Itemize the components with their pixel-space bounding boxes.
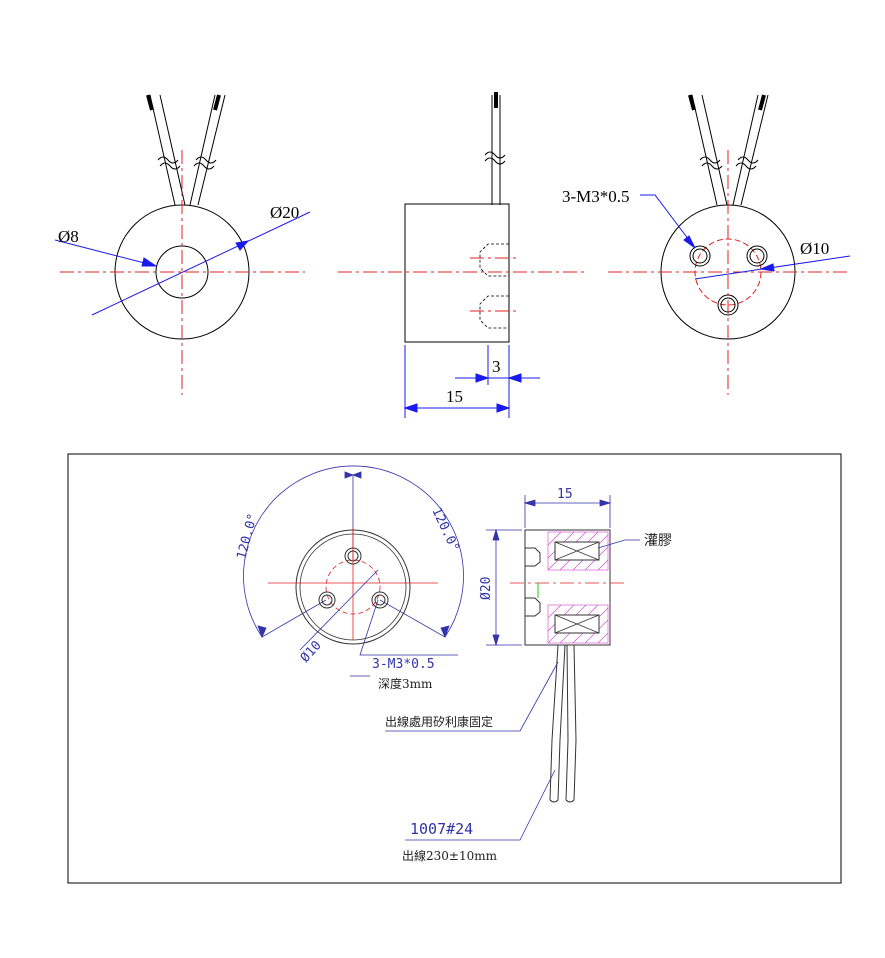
- detail-wires: 出線處用矽利康固定 1007#24 出線230±10mm: [385, 644, 577, 863]
- detail-holes: [318, 547, 389, 609]
- side-view: 3 15: [338, 92, 585, 418]
- side-hole-depth-label: 3: [492, 357, 501, 376]
- detail-end-view: 120.0° 120.0° Ø10 3-M3*0.5 深度3mm: [234, 465, 464, 691]
- detail-angle-right-label: 120.0°: [428, 505, 461, 554]
- detail-potting-label: 灌膠: [644, 533, 672, 549]
- back-holes: [689, 245, 768, 316]
- front-dia-outer-label: Ø20: [270, 203, 299, 222]
- side-wire: [484, 92, 506, 205]
- detail-section-dims: [486, 495, 640, 647]
- back-center-lines: [608, 150, 850, 395]
- side-body: [404, 203, 510, 343]
- detail-coils: [554, 541, 600, 634]
- side-dimension-lines: [403, 345, 540, 418]
- side-center-lines: [338, 257, 585, 312]
- front-view: Ø8 Ø20: [54, 94, 311, 395]
- detail-section-view: 15 Ø20 灌膠: [479, 487, 672, 647]
- front-dimension-lines: [54, 211, 311, 316]
- back-view: 3-M3*0.5 Ø10: [562, 94, 851, 395]
- detail-section-holes: [525, 547, 541, 617]
- detail-angle-left-label: 120.0°: [234, 512, 261, 561]
- back-pcd-label: Ø10: [800, 239, 829, 258]
- detail-wire-length-label: 出線230±10mm: [402, 848, 498, 863]
- detail-thread-label: 3-M3*0.5: [372, 657, 435, 672]
- detail-angle-arc: [243, 465, 464, 638]
- front-center-lines: [60, 150, 305, 395]
- back-dimension-lines: [640, 194, 851, 280]
- detail-wire-fix-label: 出線處用矽利康固定: [385, 714, 493, 729]
- detail-pcd-label: Ø10: [298, 638, 325, 665]
- detail-dia-label: Ø20: [479, 577, 494, 600]
- side-length-label: 15: [446, 387, 463, 406]
- back-wires: [688, 94, 769, 206]
- detail-length-label: 15: [557, 487, 573, 502]
- detail-center-lines: [268, 527, 438, 640]
- detail-depth-label: 深度3mm: [378, 676, 433, 691]
- detail-frame: [67, 453, 842, 884]
- front-dia-inner-label: Ø8: [58, 227, 79, 246]
- detail-wire-spec-label: 1007#24: [410, 820, 473, 838]
- back-thread-label: 3-M3*0.5: [562, 187, 630, 206]
- side-threaded-holes: [479, 243, 509, 329]
- front-wires: [146, 94, 226, 206]
